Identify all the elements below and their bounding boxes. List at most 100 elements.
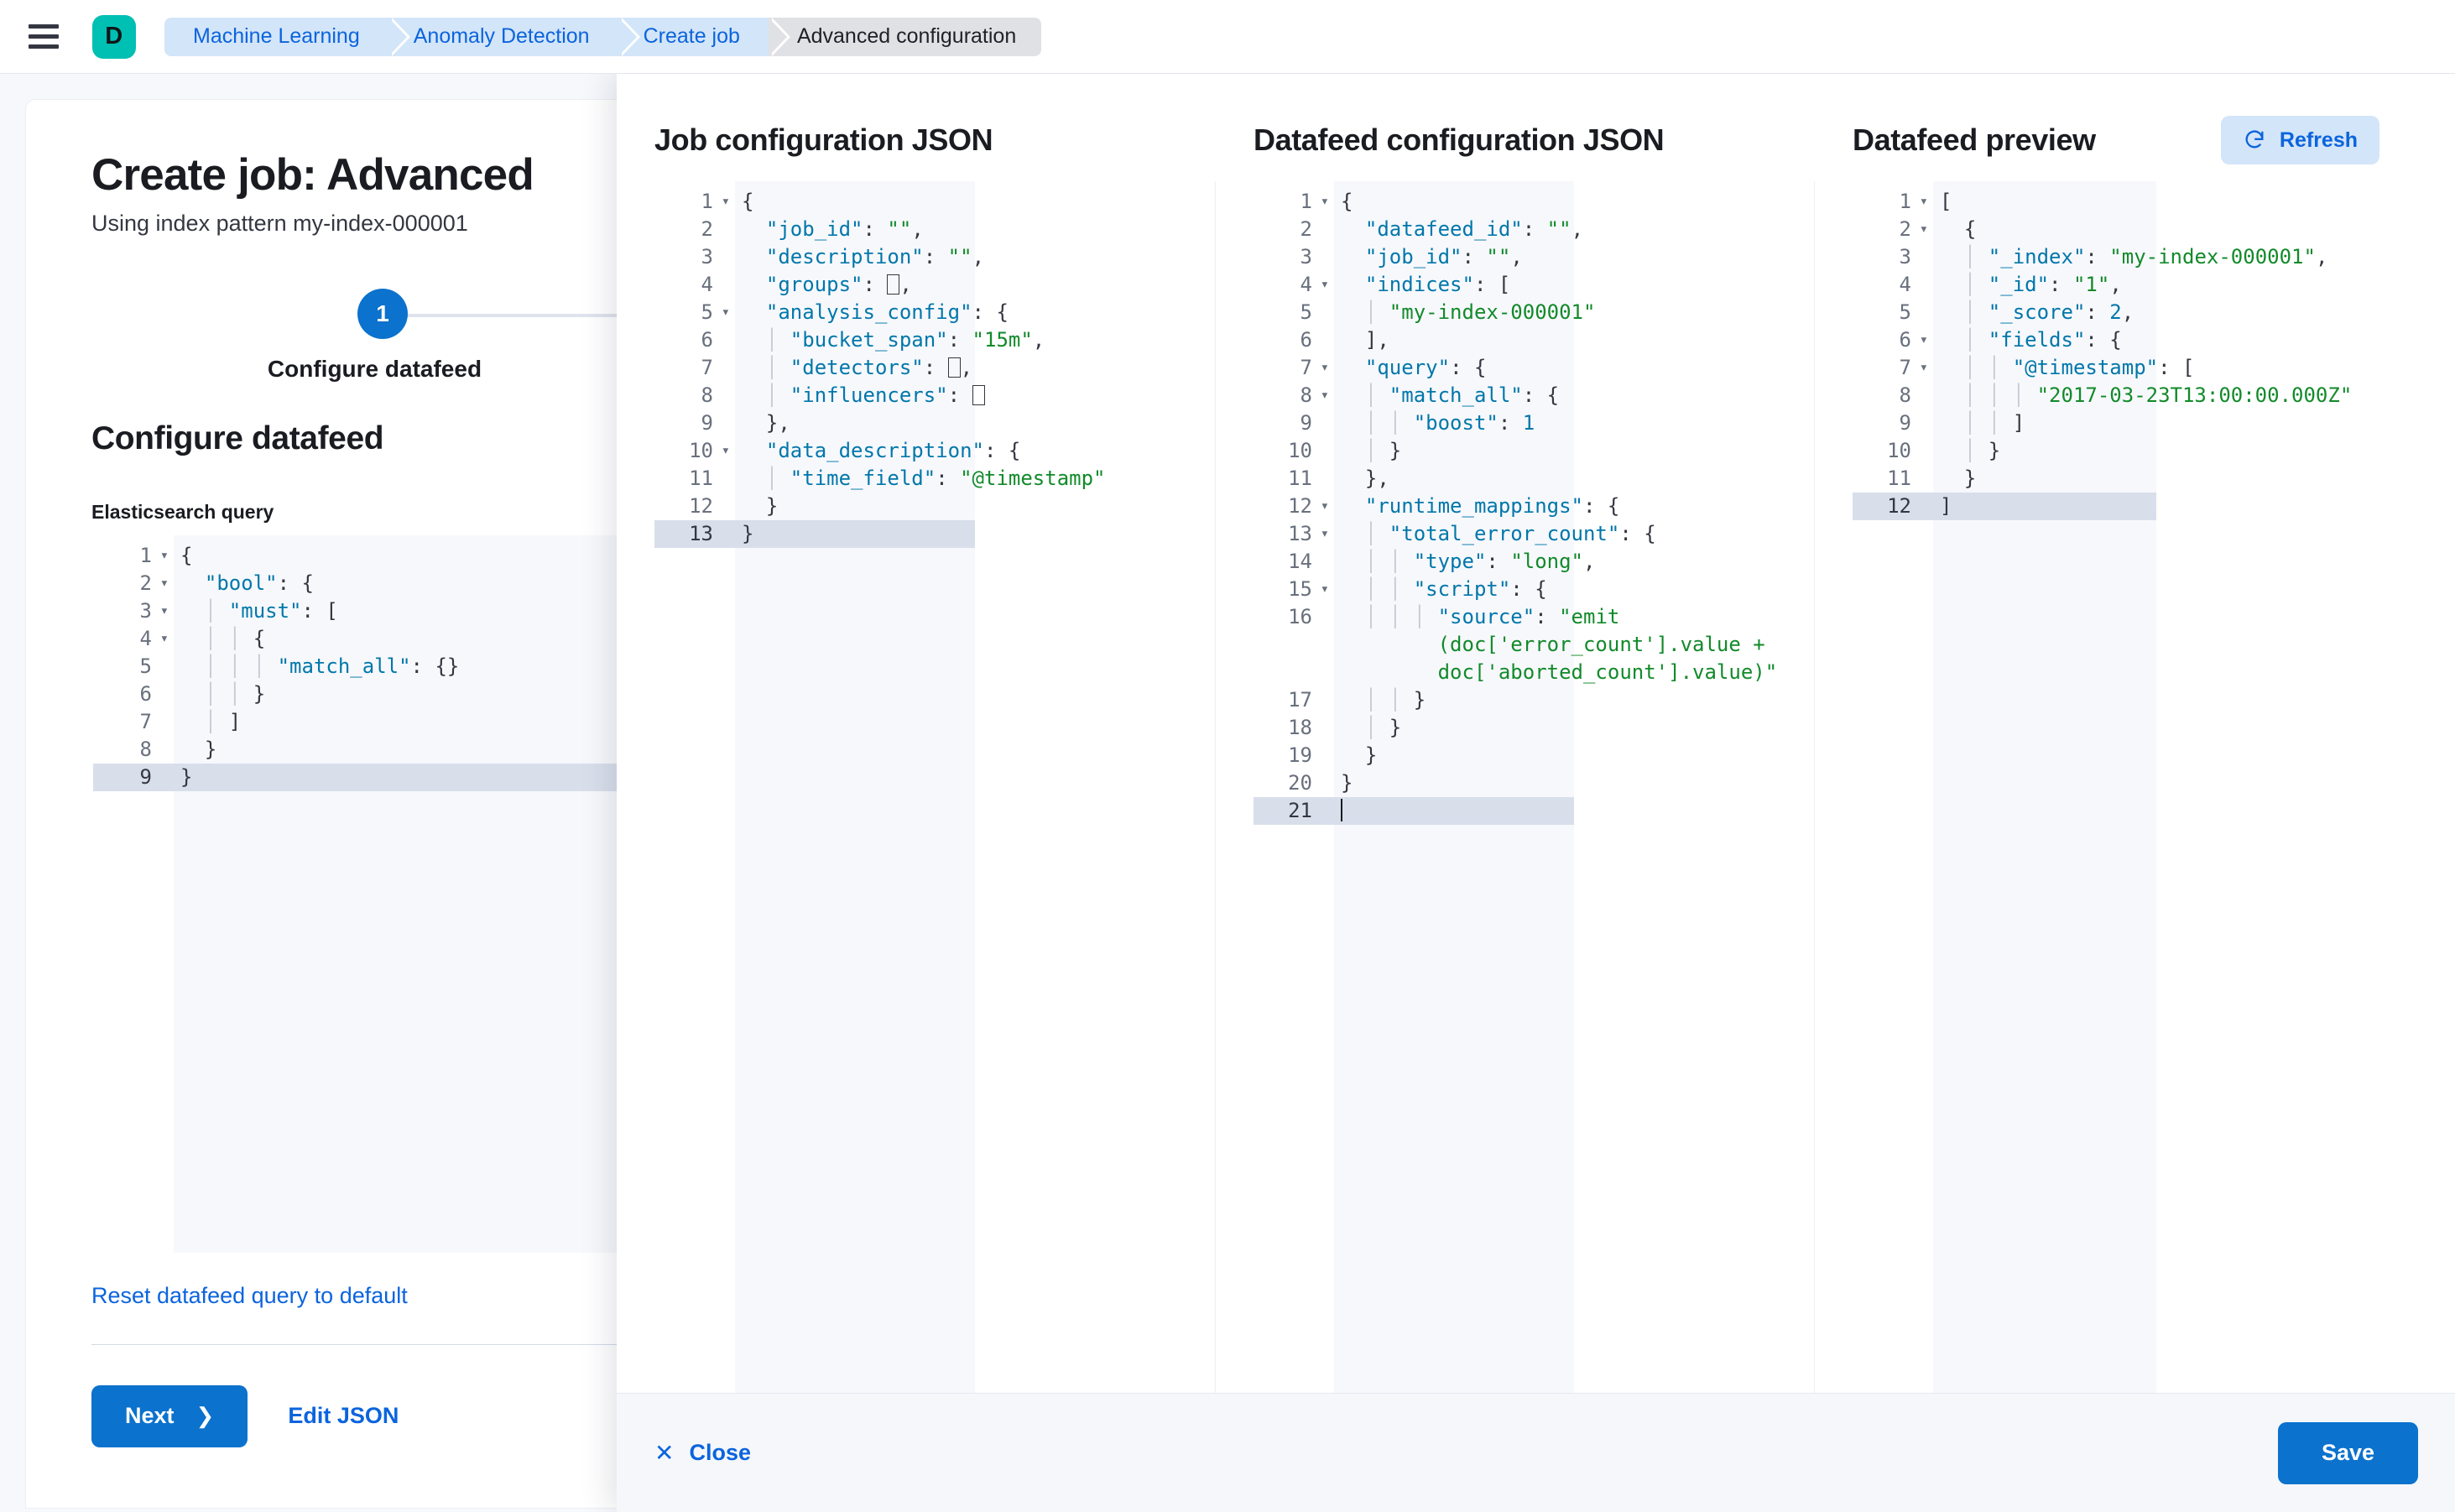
code-line[interactable]: }, [735,409,975,437]
code-line[interactable]: ], [1334,326,1574,354]
fold-toggle-icon[interactable]: ▾ [1320,581,1329,597]
code-line[interactable]: "query": { [1334,354,1574,382]
code-line[interactable]: } [174,736,1148,764]
fold-toggle-icon[interactable]: ▾ [1919,359,1928,376]
fold-toggle-icon[interactable]: ▾ [1320,525,1329,542]
fold-toggle-icon[interactable]: ▾ [721,193,730,210]
space-avatar[interactable]: D [92,14,136,59]
fold-toggle-icon[interactable]: ▾ [721,304,730,321]
fold-toggle-icon[interactable]: ▾ [159,574,169,592]
code-token: : [936,467,961,490]
code-line[interactable]: │ │ "@timestamp": [ [1933,354,2195,382]
code-line[interactable]: } [735,520,975,548]
fold-toggle-icon[interactable]: ▾ [159,546,169,564]
code-line[interactable]: "datafeed_id": "", [1334,216,1583,243]
line-number: 7▾ [1254,354,1334,382]
code-line[interactable]: │ } [1933,437,2156,465]
fold-toggle-icon[interactable]: ▾ [1919,221,1928,237]
code-line[interactable]: │ │ ] [1933,409,2156,437]
fold-toggle-icon[interactable]: ▾ [1919,331,1928,348]
fold-toggle-icon[interactable]: ▾ [1320,387,1329,404]
hamburger-icon[interactable] [29,23,65,51]
code-line[interactable]: } [735,493,975,520]
fold-toggle-icon[interactable]: ▾ [1320,276,1329,293]
code-token: "boost" [1413,411,1499,435]
breadcrumb-item-machine-learning[interactable]: Machine Learning [164,17,410,56]
code-line[interactable]: }, [1334,465,1574,493]
code-line[interactable]: │ │ "boost": 1 [1334,409,1574,437]
code-line[interactable]: │ "must": [ [174,597,1148,625]
code-line[interactable]: } [1334,769,1574,797]
code-line[interactable]: } [1334,742,1574,769]
code-line[interactable]: │ "_score": 2, [1933,299,2156,326]
code-line[interactable]: │ "_id": "1", [1933,271,2156,299]
fold-toggle-icon[interactable]: ▾ [1919,193,1928,210]
code-line[interactable]: │ "_index": "my-index-000001", [1933,243,2328,271]
reset-datafeed-query-link[interactable]: Reset datafeed query to default [91,1282,408,1308]
code-line[interactable]: │ "time_field": "@timestamp" [735,465,1106,493]
step-circle-1[interactable]: 1 [357,288,408,339]
code-line[interactable]: │ ] [174,708,1148,736]
code-line[interactable]: │ "fields": { [1933,326,2156,354]
code-token: "" [1486,245,1511,269]
code-line[interactable]: { [735,188,975,216]
code-line[interactable]: "job_id": "", [1334,243,1574,271]
code-line[interactable]: } [1933,465,2156,493]
code-line[interactable]: { [1933,216,2156,243]
code-token: "query" [1364,356,1451,379]
code-line[interactable]: │ │ │ "2017-03-23T13:00:00.000Z" [1933,382,2352,409]
fold-toggle-icon[interactable]: ▾ [1320,193,1329,210]
fold-toggle-icon[interactable]: ▾ [721,442,730,459]
code-line[interactable]: "job_id": "", [735,216,975,243]
code-line[interactable]: "data_description": { [735,437,1020,465]
code-content[interactable]: { "datafeed_id": "", "job_id": "", "indi… [1334,181,1777,1393]
close-button[interactable]: ✕ Close [654,1439,751,1467]
code-line[interactable]: │ │ "type": "long", [1334,548,1596,576]
code-line[interactable]: "runtime_mappings": { [1334,493,1619,520]
code-line[interactable]: │ │ │ "match_all": {} [174,653,1148,680]
code-line[interactable]: "bool": { [174,570,1148,597]
fold-toggle-icon[interactable]: ▾ [1320,359,1329,376]
code-token: "" [1546,217,1572,241]
code-line[interactable]: │ } [1334,714,1574,742]
code-line[interactable]: │ │ } [1334,686,1574,714]
code-line[interactable]: │ │ } [174,680,1148,708]
next-button[interactable]: Next ❯ [91,1384,248,1447]
code-content[interactable]: [ { │ "_index": "my-index-000001", │ "_i… [1933,181,2352,1393]
fold-toggle-icon[interactable]: ▾ [159,602,169,619]
code-token: │ [742,467,790,490]
fold-toggle-icon[interactable]: ▾ [1320,498,1329,514]
code-line[interactable]: "groups": , [735,271,975,299]
code-line[interactable]: "analysis_config": { [735,299,1009,326]
code-content[interactable]: { "job_id": "", "description": "", "grou… [735,181,1106,1393]
code-line[interactable]: │ │ "script": { [1334,576,1574,603]
refresh-button[interactable]: Refresh [2220,116,2379,164]
code-line[interactable]: "description": "", [735,243,984,271]
edit-json-link[interactable]: Edit JSON [288,1403,399,1429]
code-token: "runtime_mappings" [1364,494,1583,518]
code-line[interactable]: │ │ { [174,625,1148,653]
code-line[interactable]: │ } [1334,437,1574,465]
fold-toggle-icon[interactable]: ▾ [159,629,169,647]
code-line[interactable]: │ "detectors": , [735,354,975,382]
code-line[interactable]: { [1334,188,1574,216]
code-line[interactable]: │ "my-index-000001" [1334,299,1596,326]
line-number: 10 [1288,439,1312,462]
save-button[interactable]: Save [2277,1421,2418,1484]
code-line[interactable]: │ "influencers": [735,382,985,409]
breadcrumb-item-create-job[interactable]: Create job [618,17,791,56]
code-line[interactable]: { [174,542,1148,570]
code-line[interactable]: [ [1933,188,2156,216]
code-line[interactable]: │ "total_error_count": { [1334,520,1656,548]
code-line[interactable]: "indices": [ [1334,271,1574,299]
breadcrumb-item-anomaly-detection[interactable]: Anomaly Detection [388,17,640,56]
code-line[interactable]: │ "bucket_span": "15m", [735,326,1045,354]
code-token: "job_id" [1364,245,1462,269]
code-line[interactable]: ] [1933,493,2156,520]
code-line[interactable]: │ "match_all": { [1334,382,1574,409]
code-line[interactable]: │ │ │ "source": "emit (doc['error_count'… [1334,603,1777,686]
code-line[interactable] [1334,797,1574,825]
